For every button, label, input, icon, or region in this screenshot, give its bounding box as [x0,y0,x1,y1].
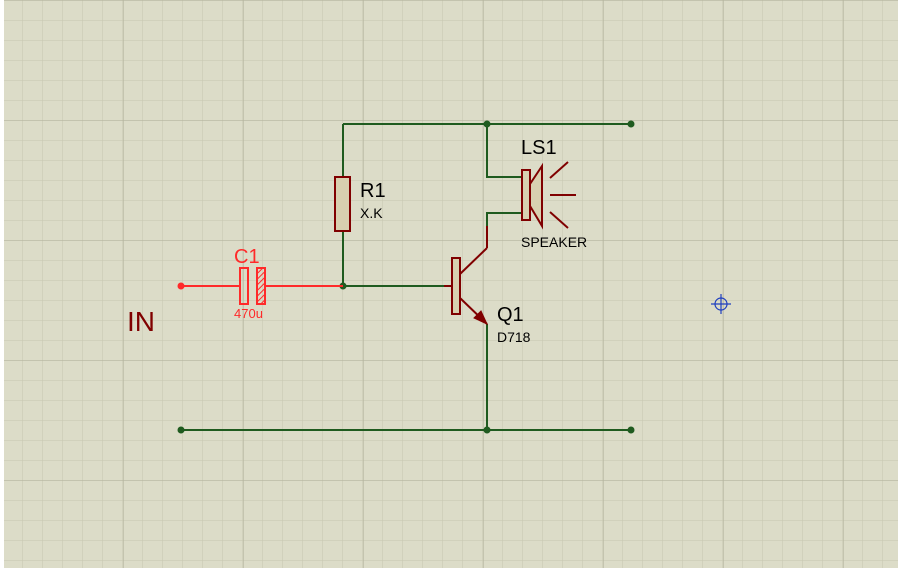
transistor-q1[interactable] [444,226,489,326]
r1-value-label: X.K [360,205,383,221]
schematic-canvas[interactable]: C1 470u R1 X.K Q1 D718 LS1 SP [4,0,898,568]
resistor-r1[interactable] [334,176,351,232]
terminal-dot [627,426,635,434]
c1-ref-label: C1 [234,246,260,268]
junction-dot [483,120,491,128]
q1-value-label: D718 [497,329,531,345]
crosshair-icon [711,294,731,314]
speaker-ls1[interactable] [521,161,576,230]
terminal-dot [177,426,185,434]
ls1-ref-label: LS1 [521,137,557,159]
junction-dot [483,426,491,434]
c1-value-label: 470u [234,306,263,321]
capacitor-c1[interactable] [177,267,344,305]
q1-ref-label: Q1 [497,304,524,326]
terminal-dot [627,120,635,128]
input-label: IN [127,306,155,337]
schematic-svg[interactable]: C1 470u R1 X.K Q1 D718 LS1 SP [4,0,898,568]
r1-ref-label: R1 [360,180,386,202]
ls1-value-label: SPEAKER [521,234,587,250]
